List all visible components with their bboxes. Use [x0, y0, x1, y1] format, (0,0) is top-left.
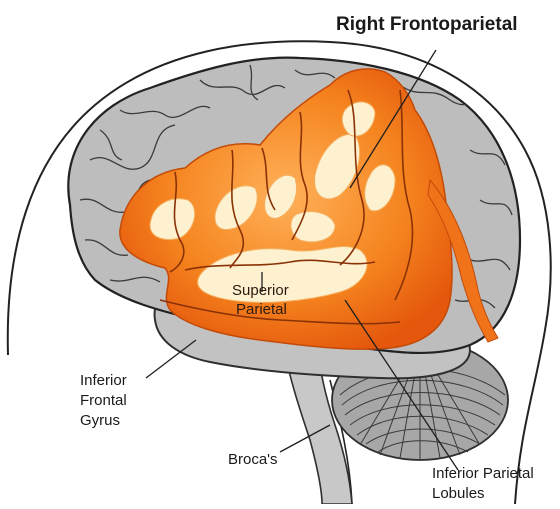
- label-inferior-parietal-line2: Lobules: [432, 484, 485, 503]
- label-brocas: Broca's: [228, 450, 278, 469]
- label-inferior-parietal-line1: Inferior Parietal: [432, 464, 534, 483]
- label-inferior-frontal-line2: Frontal: [80, 391, 127, 410]
- label-superior-line2: Parietal: [236, 300, 287, 319]
- label-inferior-frontal-line1: Inferior: [80, 371, 127, 390]
- label-inferior-frontal-line3: Gyrus: [80, 411, 120, 430]
- diagram-title: Right Frontoparietal: [336, 14, 518, 36]
- label-superior-line1: Superior: [232, 281, 289, 300]
